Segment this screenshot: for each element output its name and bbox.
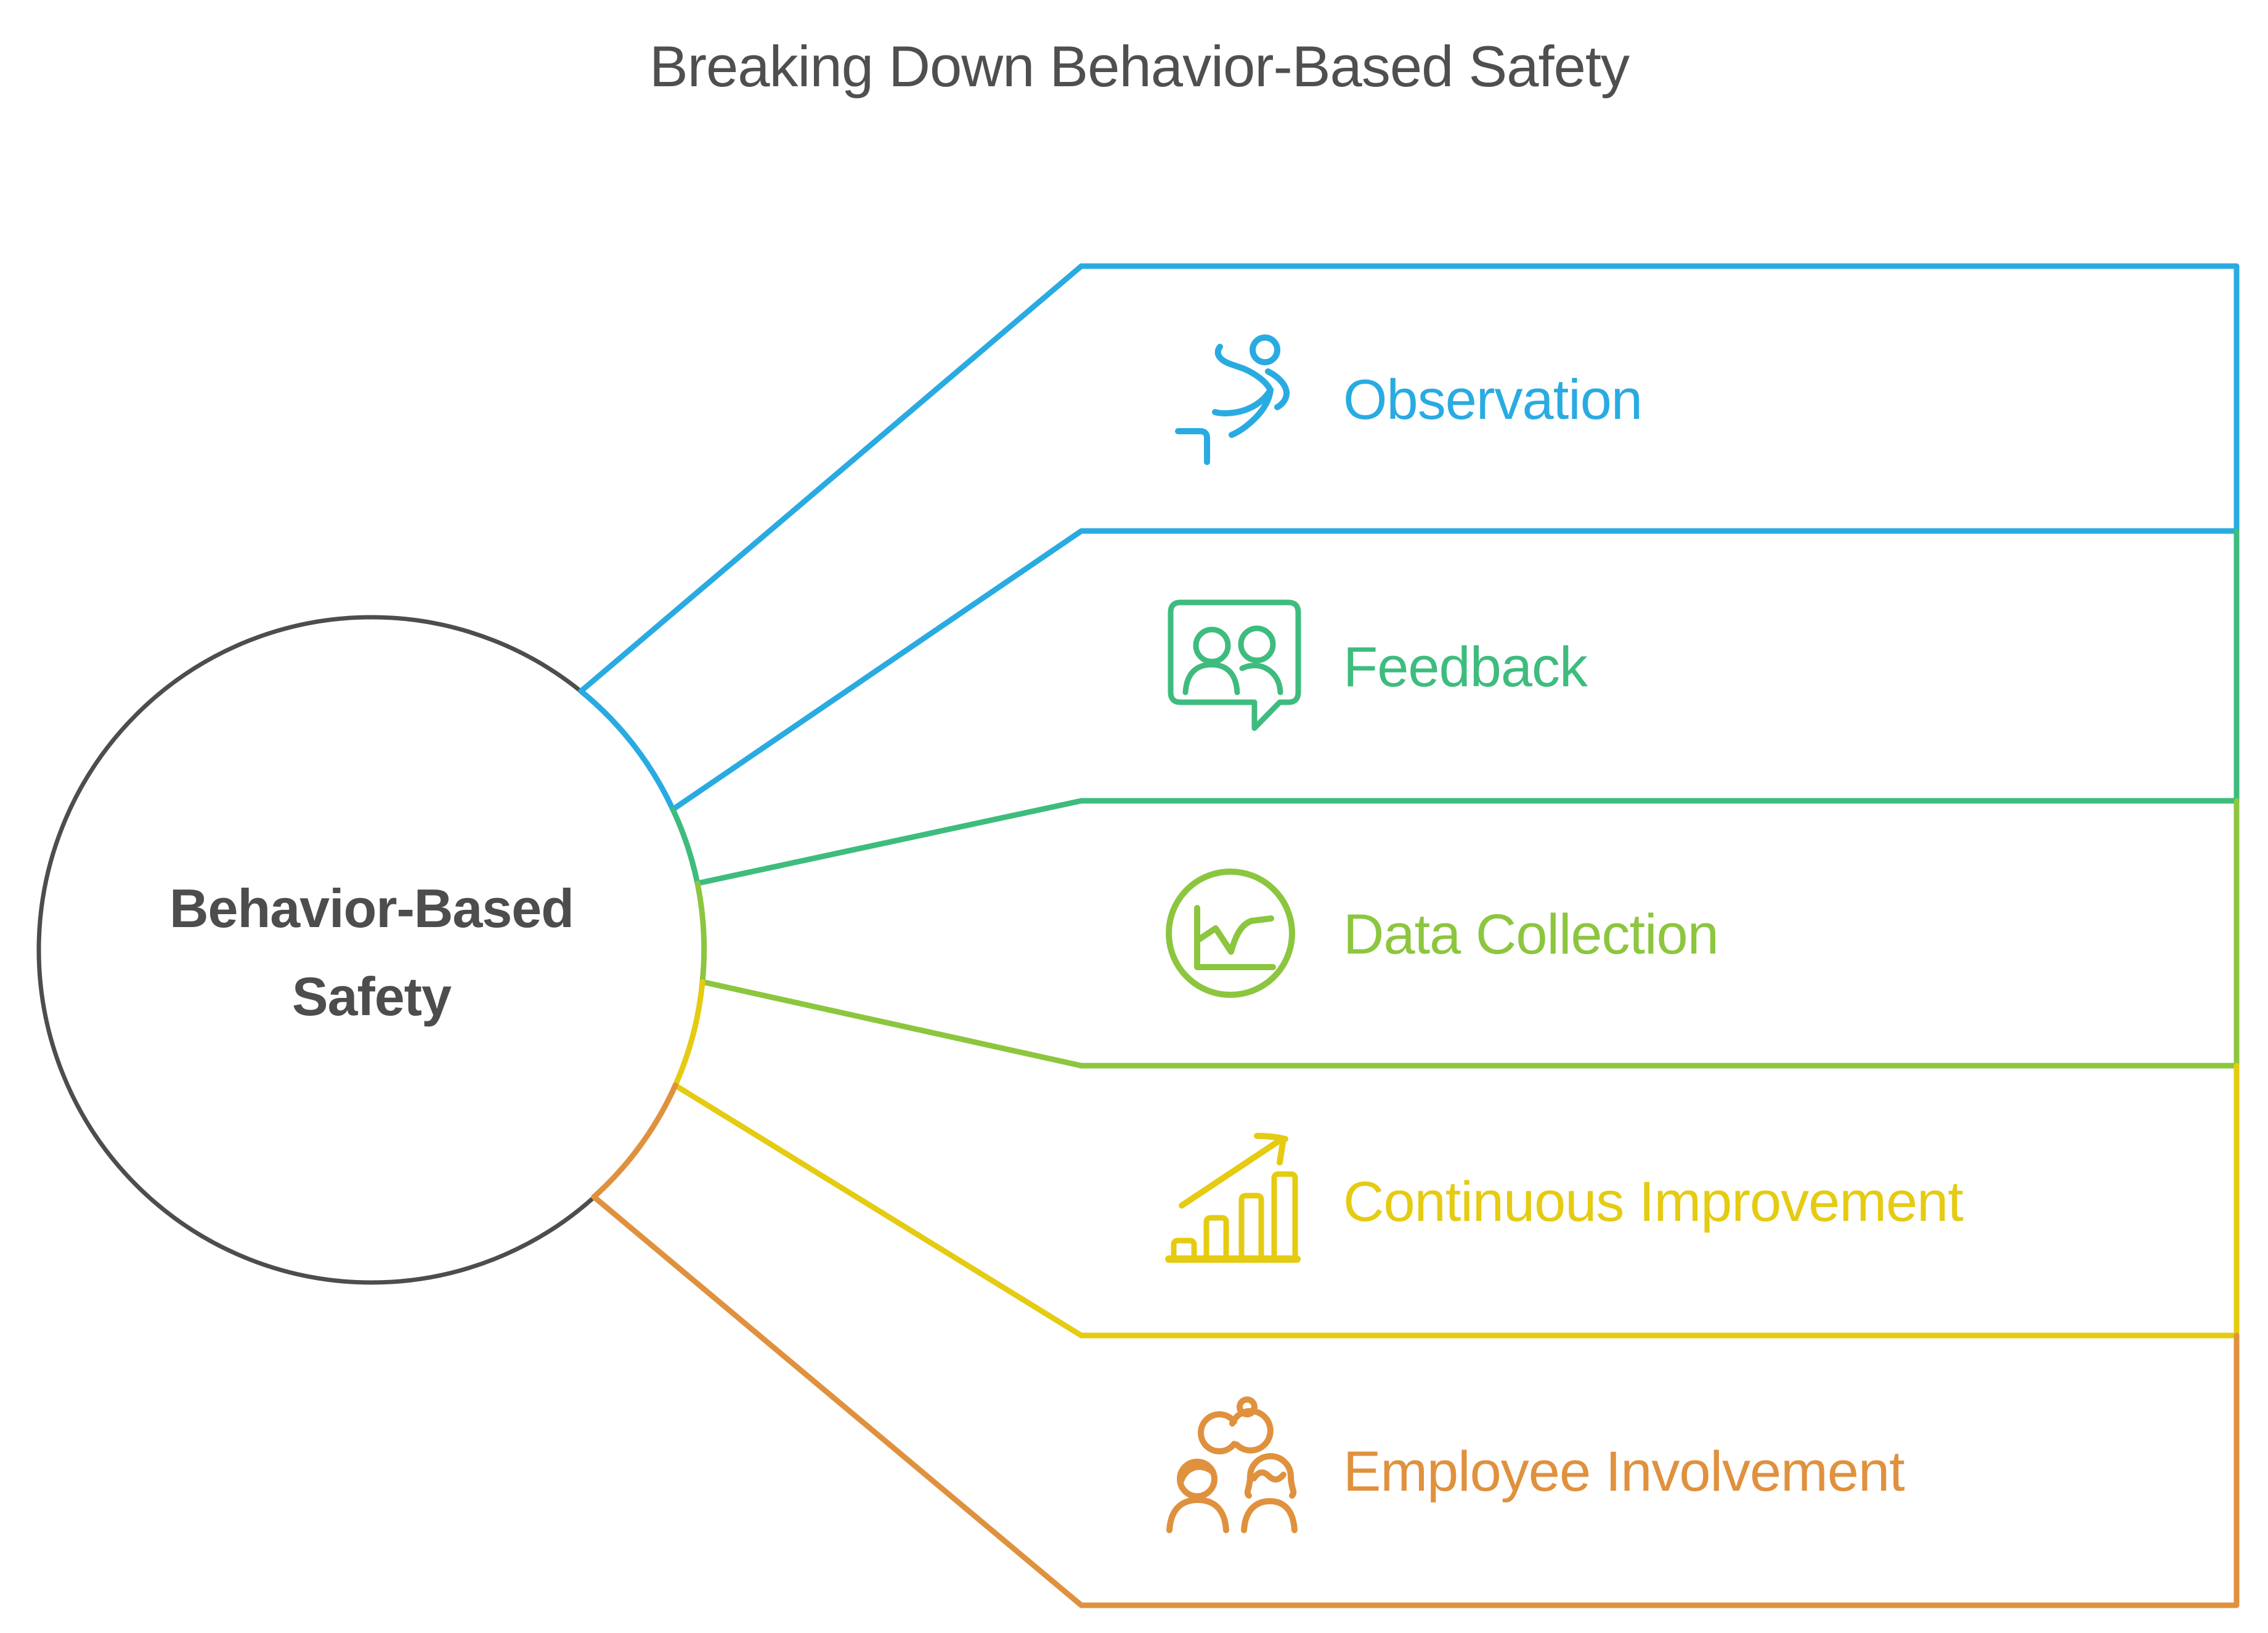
- people-linked-rings-icon: [1166, 1396, 1298, 1533]
- rising-bars-arrow-icon: [1165, 1133, 1301, 1263]
- page-title: Breaking Down Behavior-Based Safety: [649, 34, 1630, 99]
- band-continuous-improvement-outline: [672, 1063, 2240, 1339]
- band-data-collection: Data Collection: [694, 798, 2240, 1069]
- band-feedback: Feedback: [670, 528, 2240, 886]
- band-employee-involvement-outline: [591, 1194, 2240, 1608]
- central-node-label-line2: Safety: [292, 966, 452, 1027]
- band-continuous-improvement: Continuous Improvement: [672, 979, 2240, 1339]
- branch-label-observation: Observation: [1343, 368, 1642, 431]
- band-observation-outline: [578, 263, 2240, 812]
- central-node-label-line1: Behavior-Based: [169, 878, 574, 939]
- branch-label-feedback: Feedback: [1343, 636, 1588, 699]
- band-data-collection-outline: [699, 798, 2240, 1069]
- band-feedback-outline: [694, 528, 2240, 886]
- people-speech-bubble-icon: [1168, 599, 1301, 731]
- band-data-collection-rim-arc: [694, 880, 707, 985]
- slipping-person-icon: [1175, 334, 1290, 465]
- band-continuous-improvement-rim-arc: [672, 979, 705, 1088]
- band-observation: Observation: [578, 263, 2240, 812]
- band-observation-rim-arc: [578, 688, 676, 812]
- band-employee-involvement: Employee Involvement: [591, 1082, 2240, 1608]
- central-node-circle: [36, 615, 707, 1285]
- band-feedback-rim-arc: [670, 806, 701, 886]
- branch-label-data-collection: Data Collection: [1343, 903, 1718, 966]
- branch-label-employee-involvement: Employee Involvement: [1343, 1440, 1904, 1503]
- band-employee-involvement-rim-arc: [591, 1082, 678, 1200]
- line-chart-circle-icon: [1166, 869, 1295, 998]
- branch-label-continuous-improvement: Continuous Improvement: [1343, 1170, 1963, 1233]
